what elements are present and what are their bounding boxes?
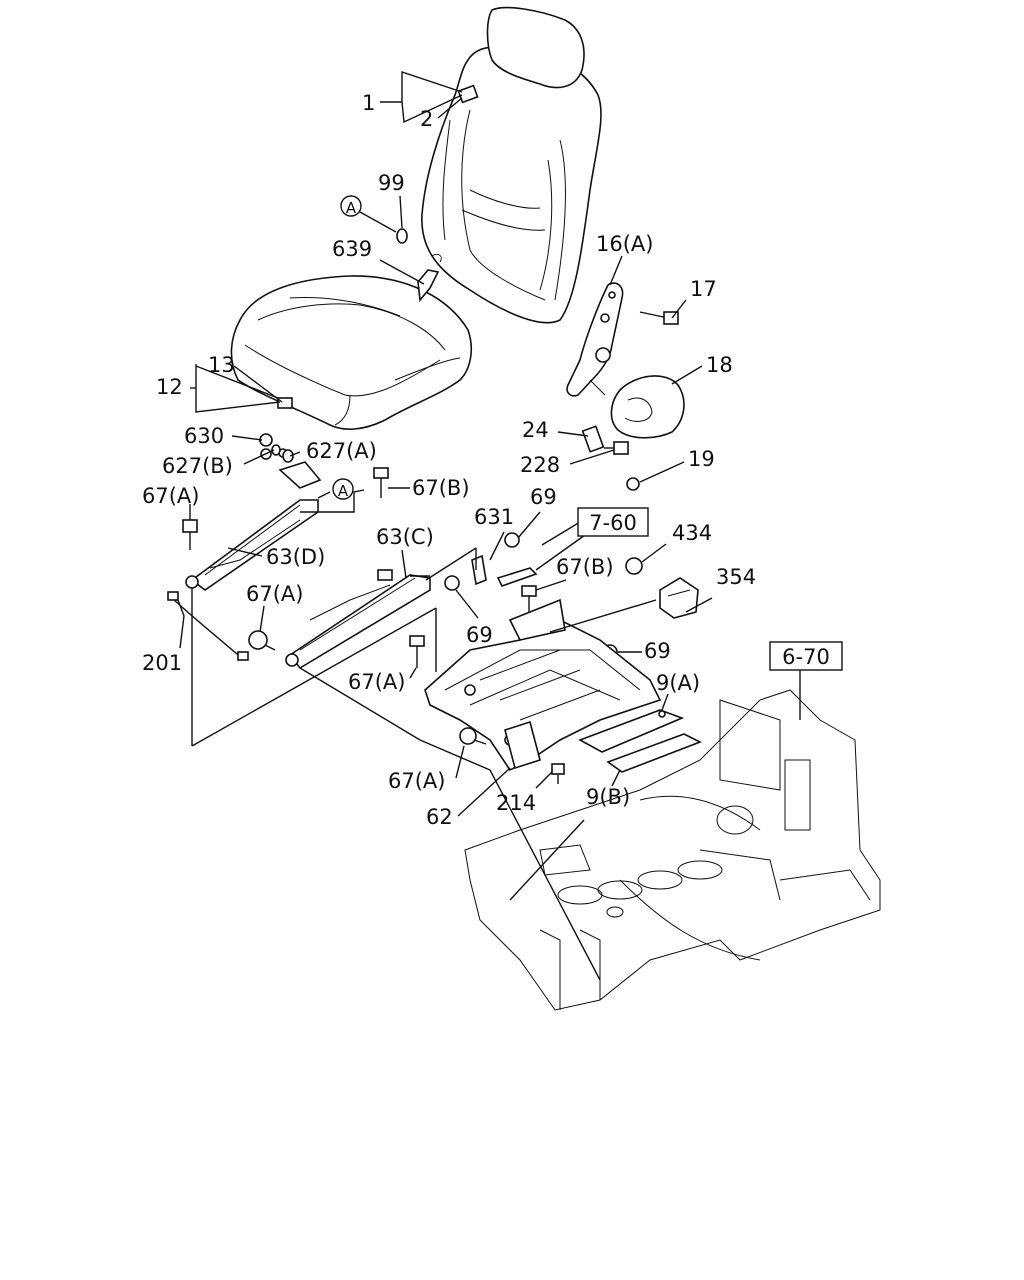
bracket-small-760 [496, 567, 538, 587]
ref-6-70-label: 6-70 [782, 645, 830, 669]
callout-639: 639 [332, 237, 372, 261]
callout-2: 2 [420, 107, 433, 131]
bolt-67a-2 [248, 630, 276, 651]
cab-floor [464, 689, 881, 1011]
marker-a-lower: A [332, 478, 354, 500]
bolt-67a-4 [459, 727, 487, 745]
slide-rail-63c [285, 569, 431, 670]
callout-9b: 9(B) [586, 785, 630, 809]
ref-7-60-label: 7-60 [589, 511, 637, 535]
callout-13: 13 [208, 353, 235, 377]
callout-630: 630 [184, 424, 224, 448]
callout-214: 214 [496, 791, 536, 815]
bracket-354 [659, 577, 699, 619]
callout-1: 1 [362, 91, 375, 115]
callout-62: 62 [426, 805, 453, 829]
callout-63d: 63(D) [266, 545, 325, 569]
clip-99-639 [396, 228, 442, 302]
callout-627a: 627(A) [306, 439, 377, 463]
bolt-67a-3 [409, 635, 425, 668]
seat-cushion [230, 275, 472, 430]
callout-63c: 63(C) [376, 525, 434, 549]
marker-a-upper: A [340, 195, 362, 217]
bolt-67b-1 [373, 467, 389, 498]
callout-67a-1: 67(A) [142, 484, 199, 508]
callout-19: 19 [688, 447, 715, 471]
callout-631: 631 [474, 505, 514, 529]
leader-lines [177, 71, 801, 981]
callout-627b: 627(B) [162, 454, 233, 478]
cable-201 [167, 591, 249, 661]
callout-228: 228 [520, 453, 560, 477]
recliner-cover [610, 375, 685, 439]
seat-back [421, 6, 602, 324]
callout-12: 12 [156, 375, 183, 399]
ref-box-6-70: 6-70 [769, 641, 843, 671]
side-cover-9b [606, 733, 702, 773]
callout-69-3: 69 [644, 639, 671, 663]
ref-box-7-60: 7-60 [577, 507, 649, 537]
callout-434: 434 [672, 521, 712, 545]
callout-69-1: 69 [530, 485, 557, 509]
small-parts-24-228-19 [581, 425, 640, 491]
callout-69-2: 69 [466, 623, 493, 647]
callout-17: 17 [690, 277, 717, 301]
callout-67b-2: 67(B) [556, 555, 614, 579]
bolt-67a-1 [182, 519, 198, 550]
screw-214 [551, 763, 565, 784]
nut-630-washers-627 [259, 433, 294, 463]
callout-67b-1: 67(B) [412, 476, 470, 500]
callout-67a-3: 67(A) [348, 670, 405, 694]
callout-201: 201 [142, 651, 182, 675]
side-cover-9a [578, 709, 685, 753]
callout-67a-4: 67(A) [388, 769, 445, 793]
callout-354: 354 [716, 565, 756, 589]
recliner-bracket [566, 282, 624, 397]
callout-16a: 16(A) [596, 232, 653, 256]
callout-9a: 9(A) [656, 671, 700, 695]
callout-18: 18 [706, 353, 733, 377]
callout-99: 99 [378, 171, 405, 195]
callout-24: 24 [522, 418, 549, 442]
callout-67a-2: 67(A) [246, 582, 303, 606]
callout-labels: 1 2 99 639 16(A) 17 18 13 12 24 228 19 6… [142, 91, 756, 829]
marker-a-lower-label: A [338, 482, 349, 500]
seat-base-frame [424, 598, 662, 772]
clip-631 [471, 554, 487, 586]
marker-a-upper-label: A [346, 199, 357, 217]
nut-434 [625, 557, 643, 575]
